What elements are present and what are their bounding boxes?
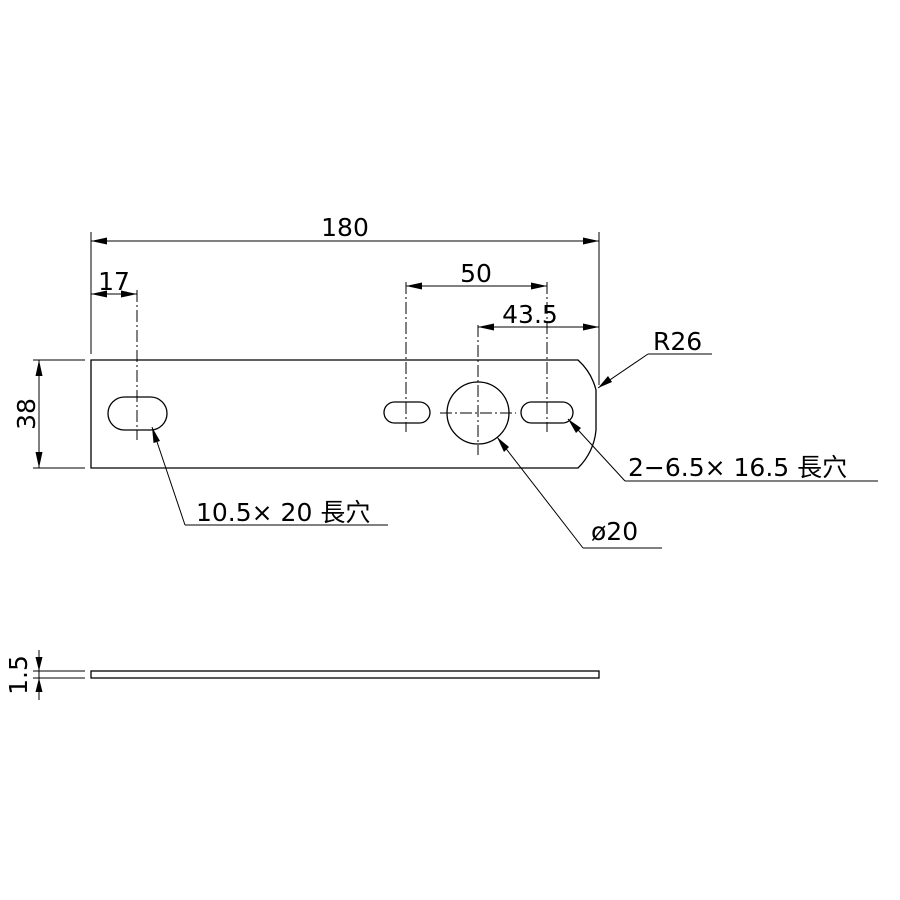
arrow-50-right [531,282,547,290]
callout-round-hole: ø20 [591,517,638,546]
dim-label-left-offset: 17 [98,267,130,296]
arrow-round-hole [497,437,509,452]
plate-side-view [90,670,600,679]
arrow-38-bottom [35,452,43,468]
arrow-43-5-right [583,323,599,331]
arrow-17-left [91,290,107,298]
arrow-180-right [583,237,599,245]
arrow-large-slot [152,427,160,443]
arrow-43-5-left [478,323,494,331]
arrow-180-left [91,237,107,245]
arrow-38-top [35,360,43,376]
arrow-50-left [406,282,422,290]
dim-label-right-offset: 43.5 [502,300,558,329]
arrow-17-right [121,290,137,298]
arrow-small-slots [568,419,581,433]
dim-label-thickness: 1.5 [4,655,33,695]
dim-label-hole-spacing: 50 [460,259,492,288]
plate-outline [90,359,597,469]
callout-small-slots: 2−6.5× 16.5 長穴 [628,453,847,482]
callout-large-slot: 10.5× 20 長穴 [196,498,370,527]
arrow-1-5-bottom [35,678,43,692]
arrow-1-5-top [35,657,43,671]
dim-label-height: 38 [12,398,41,430]
leader-large-slot [151,426,186,526]
leader-round-hole [496,436,584,549]
dim-label-corner-radius: R26 [653,327,702,356]
dim-label-overall-length: 180 [321,213,369,242]
small-slot-left [383,401,431,424]
arrow-r26 [598,376,612,388]
